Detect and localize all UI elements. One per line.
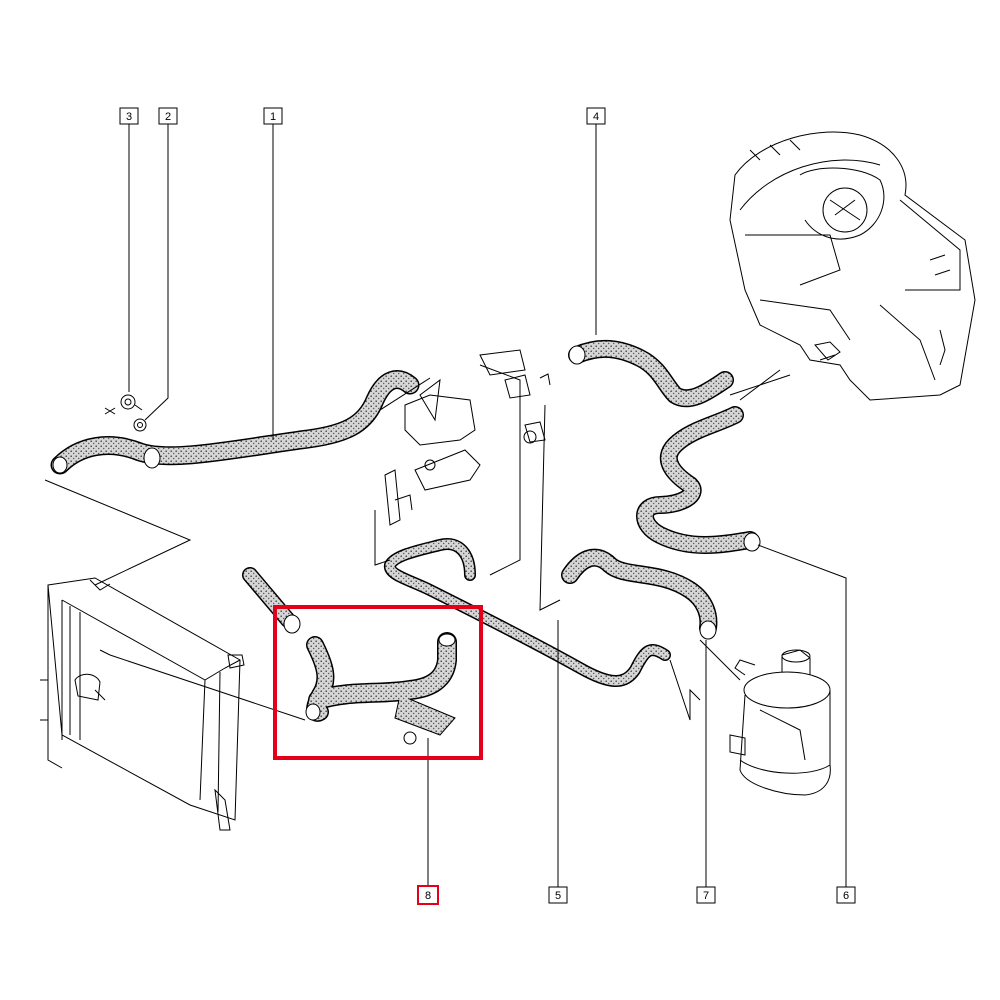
svg-text:1: 1 (270, 111, 276, 123)
leader-lines (128, 124, 847, 888)
engine-outline (384, 349, 551, 526)
hose-1 (50, 370, 420, 475)
expansion-tank (729, 649, 831, 796)
hose-4 (568, 339, 734, 408)
bleed-screw-part-3 (104, 394, 143, 415)
hose-5 (384, 538, 671, 687)
svg-text:8: 8 (425, 890, 431, 902)
svg-text:6: 6 (843, 890, 849, 902)
svg-text:5: 5 (555, 890, 561, 902)
callout-label-5[interactable]: 5 (548, 886, 568, 904)
callout-label-8[interactable]: 8 (417, 885, 439, 905)
clip-part-2 (133, 418, 147, 432)
heater-blower-unit (729, 131, 976, 401)
callout-label-6[interactable]: 6 (836, 886, 856, 904)
svg-text:4: 4 (593, 111, 599, 123)
routing-lines (44, 364, 791, 721)
callout-label-3[interactable]: 3 (119, 107, 139, 125)
callout-label-2[interactable]: 2 (158, 107, 178, 125)
svg-text:7: 7 (703, 890, 709, 902)
radiator (40, 577, 245, 831)
hose-8 (305, 632, 457, 745)
callout-label-7[interactable]: 7 (696, 886, 716, 904)
hose-7 (561, 548, 718, 640)
svg-text:3: 3 (126, 111, 132, 123)
outlet-pipe (242, 567, 301, 634)
svg-text:2: 2 (165, 111, 171, 123)
callout-label-4[interactable]: 4 (586, 107, 606, 125)
hose-6 (636, 406, 761, 554)
highlight-box (273, 605, 483, 760)
callout-label-1[interactable]: 1 (263, 107, 283, 125)
